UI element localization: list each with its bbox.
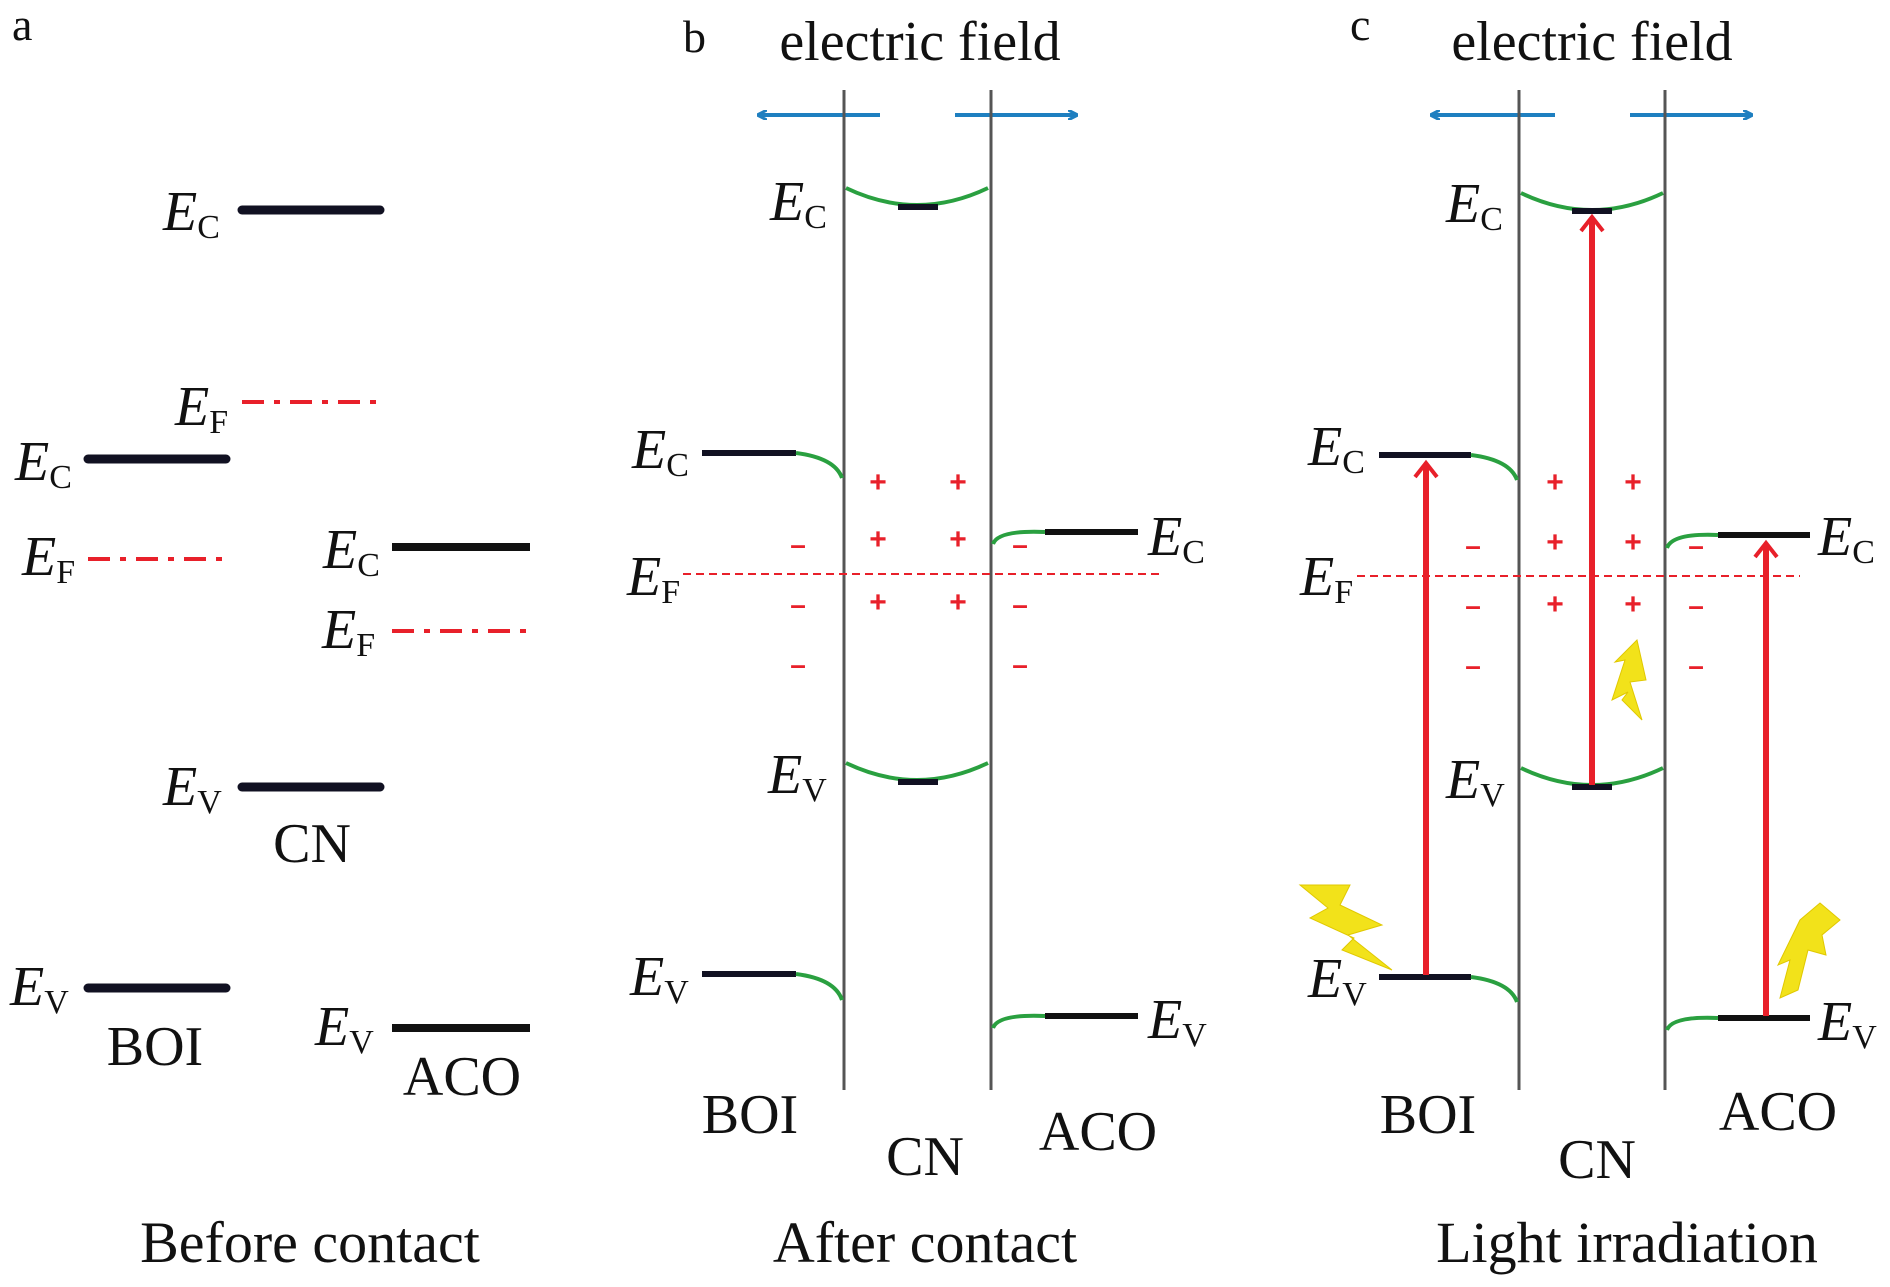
aco-conduction-bend-b [991,529,1046,545]
material-label-cn-a: CN [273,813,351,875]
minus-charge: – [1465,590,1481,621]
ef-label-c: EF [1299,546,1353,611]
minus-charge: – [1688,530,1704,561]
space-charges-b: + + + + + + – – – – – – [790,466,1028,680]
boi-ev-label-b: EV [629,946,689,1011]
ef-label-b: EF [626,546,680,611]
boi-ev-label: EV [9,956,69,1021]
field-label-c: electric field [1451,11,1732,73]
field-label-b: electric field [779,11,1060,73]
plus-charge: + [869,466,887,499]
aco-ec-label: EC [322,519,380,584]
plus-charge: + [1624,526,1642,559]
panel-letter-b: b [683,11,706,62]
minus-charge: – [790,529,806,560]
cn-conduction-bend-b [845,186,989,207]
material-label-aco-a: ACO [403,1046,521,1108]
aco-conduction-bend-c [1665,532,1719,549]
boi-ev-label-c: EV [1307,948,1367,1013]
plus-charge: + [1546,588,1564,621]
minus-charge: – [1012,649,1028,680]
plus-charge: + [1624,466,1642,499]
plus-charge: + [949,523,967,556]
boi-ec-label-c: EC [1307,416,1365,481]
panel-b: b electric field EC EV EC EV EC EV EF [626,11,1207,1275]
cn-conduction-bend-c [1520,191,1664,212]
material-label-boi-b: BOI [702,1084,798,1146]
plus-charge: + [1624,588,1642,621]
aco-ec-label-b: EC [1147,506,1205,571]
aco-ev-label-b: EV [1147,989,1207,1054]
material-label-cn-c: CN [1558,1129,1636,1191]
boi-valence-bend-b [795,972,844,1001]
minus-charge: – [790,649,806,680]
space-charges-c: + + + + + + – – – – – – [1465,466,1704,681]
material-label-aco-c: ACO [1719,1081,1837,1143]
minus-charge: – [1688,650,1704,681]
plus-charge: + [869,586,887,619]
cn-ev-label: EV [162,756,222,821]
cn-ec-label-c: EC [1445,173,1503,238]
panel-a: a EC EF EV CN EC EF EV BOI EC EF EV ACO … [9,0,530,1275]
minus-charge: – [790,589,806,620]
panel-letter-c: c [1350,0,1370,50]
plus-charge: + [949,466,967,499]
boi-ef-label: EF [21,526,75,591]
aco-ec-label-c: EC [1817,506,1875,571]
panel-c: c electric field EC EV EC EV EC EV EF + [1298,0,1877,1275]
plus-charge: + [869,523,887,556]
aco-valence-bend-c [1665,1015,1719,1031]
minus-charge: – [1465,650,1481,681]
lightning-icon [1298,884,1393,971]
aco-ef-label: EF [321,599,375,664]
caption-b: After contact [773,1210,1077,1275]
material-label-cn-b: CN [886,1126,964,1188]
cn-ec-label: EC [162,181,220,246]
lightning-icon [1776,902,1841,999]
minus-charge: – [1012,529,1028,560]
caption-a: Before contact [140,1210,480,1275]
boi-ec-label-b: EC [631,419,689,484]
cn-ec-label-b: EC [769,171,827,236]
material-label-boi-c: BOI [1380,1084,1476,1146]
caption-c: Light irradiation [1436,1210,1818,1275]
boi-conduction-bend-b [795,451,844,479]
aco-ev-label: EV [314,996,374,1061]
plus-charge: + [1546,466,1564,499]
lightning-icon [1611,639,1647,721]
boi-ec-label: EC [14,431,72,496]
boi-valence-bend-c [1470,975,1519,1003]
cn-valence-bend-b [845,761,989,782]
cn-ev-label-c: EV [1445,749,1505,814]
plus-charge: + [949,586,967,619]
minus-charge: – [1012,589,1028,620]
plus-charge: + [1546,526,1564,559]
aco-valence-bend-b [991,1013,1046,1029]
aco-ev-label-c: EV [1817,991,1877,1056]
boi-conduction-bend-c [1470,453,1519,481]
minus-charge: – [1465,530,1481,561]
panel-letter-a: a [12,0,32,50]
cn-ev-label-b: EV [767,744,827,809]
material-label-boi-a: BOI [107,1016,203,1078]
minus-charge: – [1688,590,1704,621]
material-label-aco-b: ACO [1039,1101,1157,1163]
cn-ef-label: EF [174,376,228,441]
